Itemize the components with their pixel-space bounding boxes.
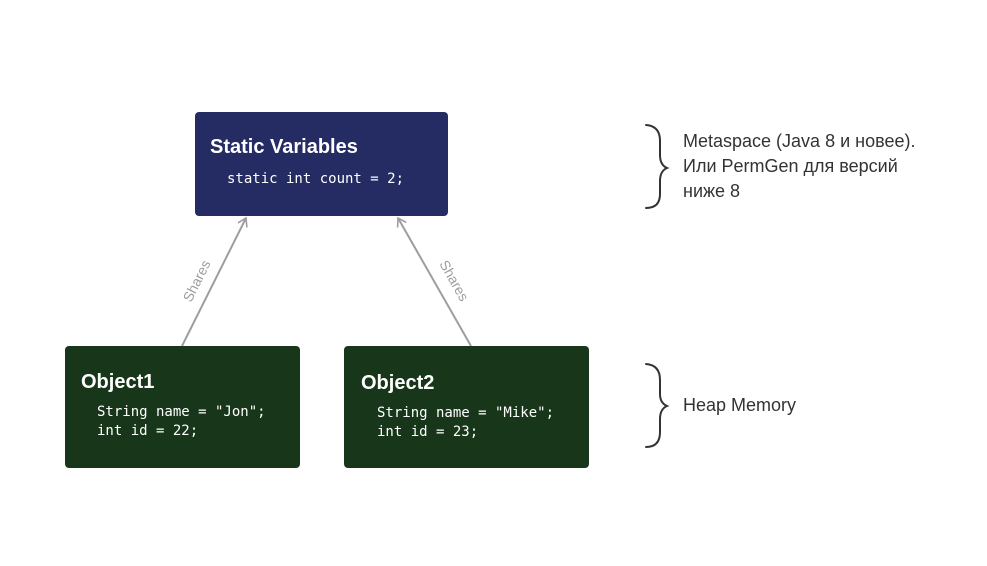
object1-name-line: String name = "Jon"; [97,404,266,420]
object1-id-line: int id = 22; [97,423,199,439]
static-count-line: static int count = 2; [227,171,405,187]
object2-title: Object2 [361,372,435,394]
heap-brace [645,363,670,448]
heap-memory-note: Heap Memory [683,395,797,415]
static-variables-box: Static Variables static int count = 2; [195,112,448,216]
object2-box: Object2 String name = "Mike"; int id = 2… [344,346,589,468]
object2-id-line: int id = 23; [377,424,479,440]
metaspace-note: Metaspace (Java 8 и новее). Или PermGen … [683,129,915,204]
shares-arrow-right [396,216,472,347]
object1-title: Object1 [81,371,155,393]
metaspace-brace [645,124,670,209]
metaspace-note-line: Или PermGen для версий [683,156,898,176]
shares-label-left: Shares [179,257,213,304]
object1-box: Object1 String name = "Jon"; int id = 22… [65,346,300,468]
metaspace-note-line: Metaspace (Java 8 и новее). [683,131,916,151]
metaspace-note-line: ниже 8 [683,181,741,201]
object2-name-line: String name = "Mike"; [377,405,555,421]
static-variables-title: Static Variables [210,136,358,158]
shares-arrow-left [181,216,248,347]
